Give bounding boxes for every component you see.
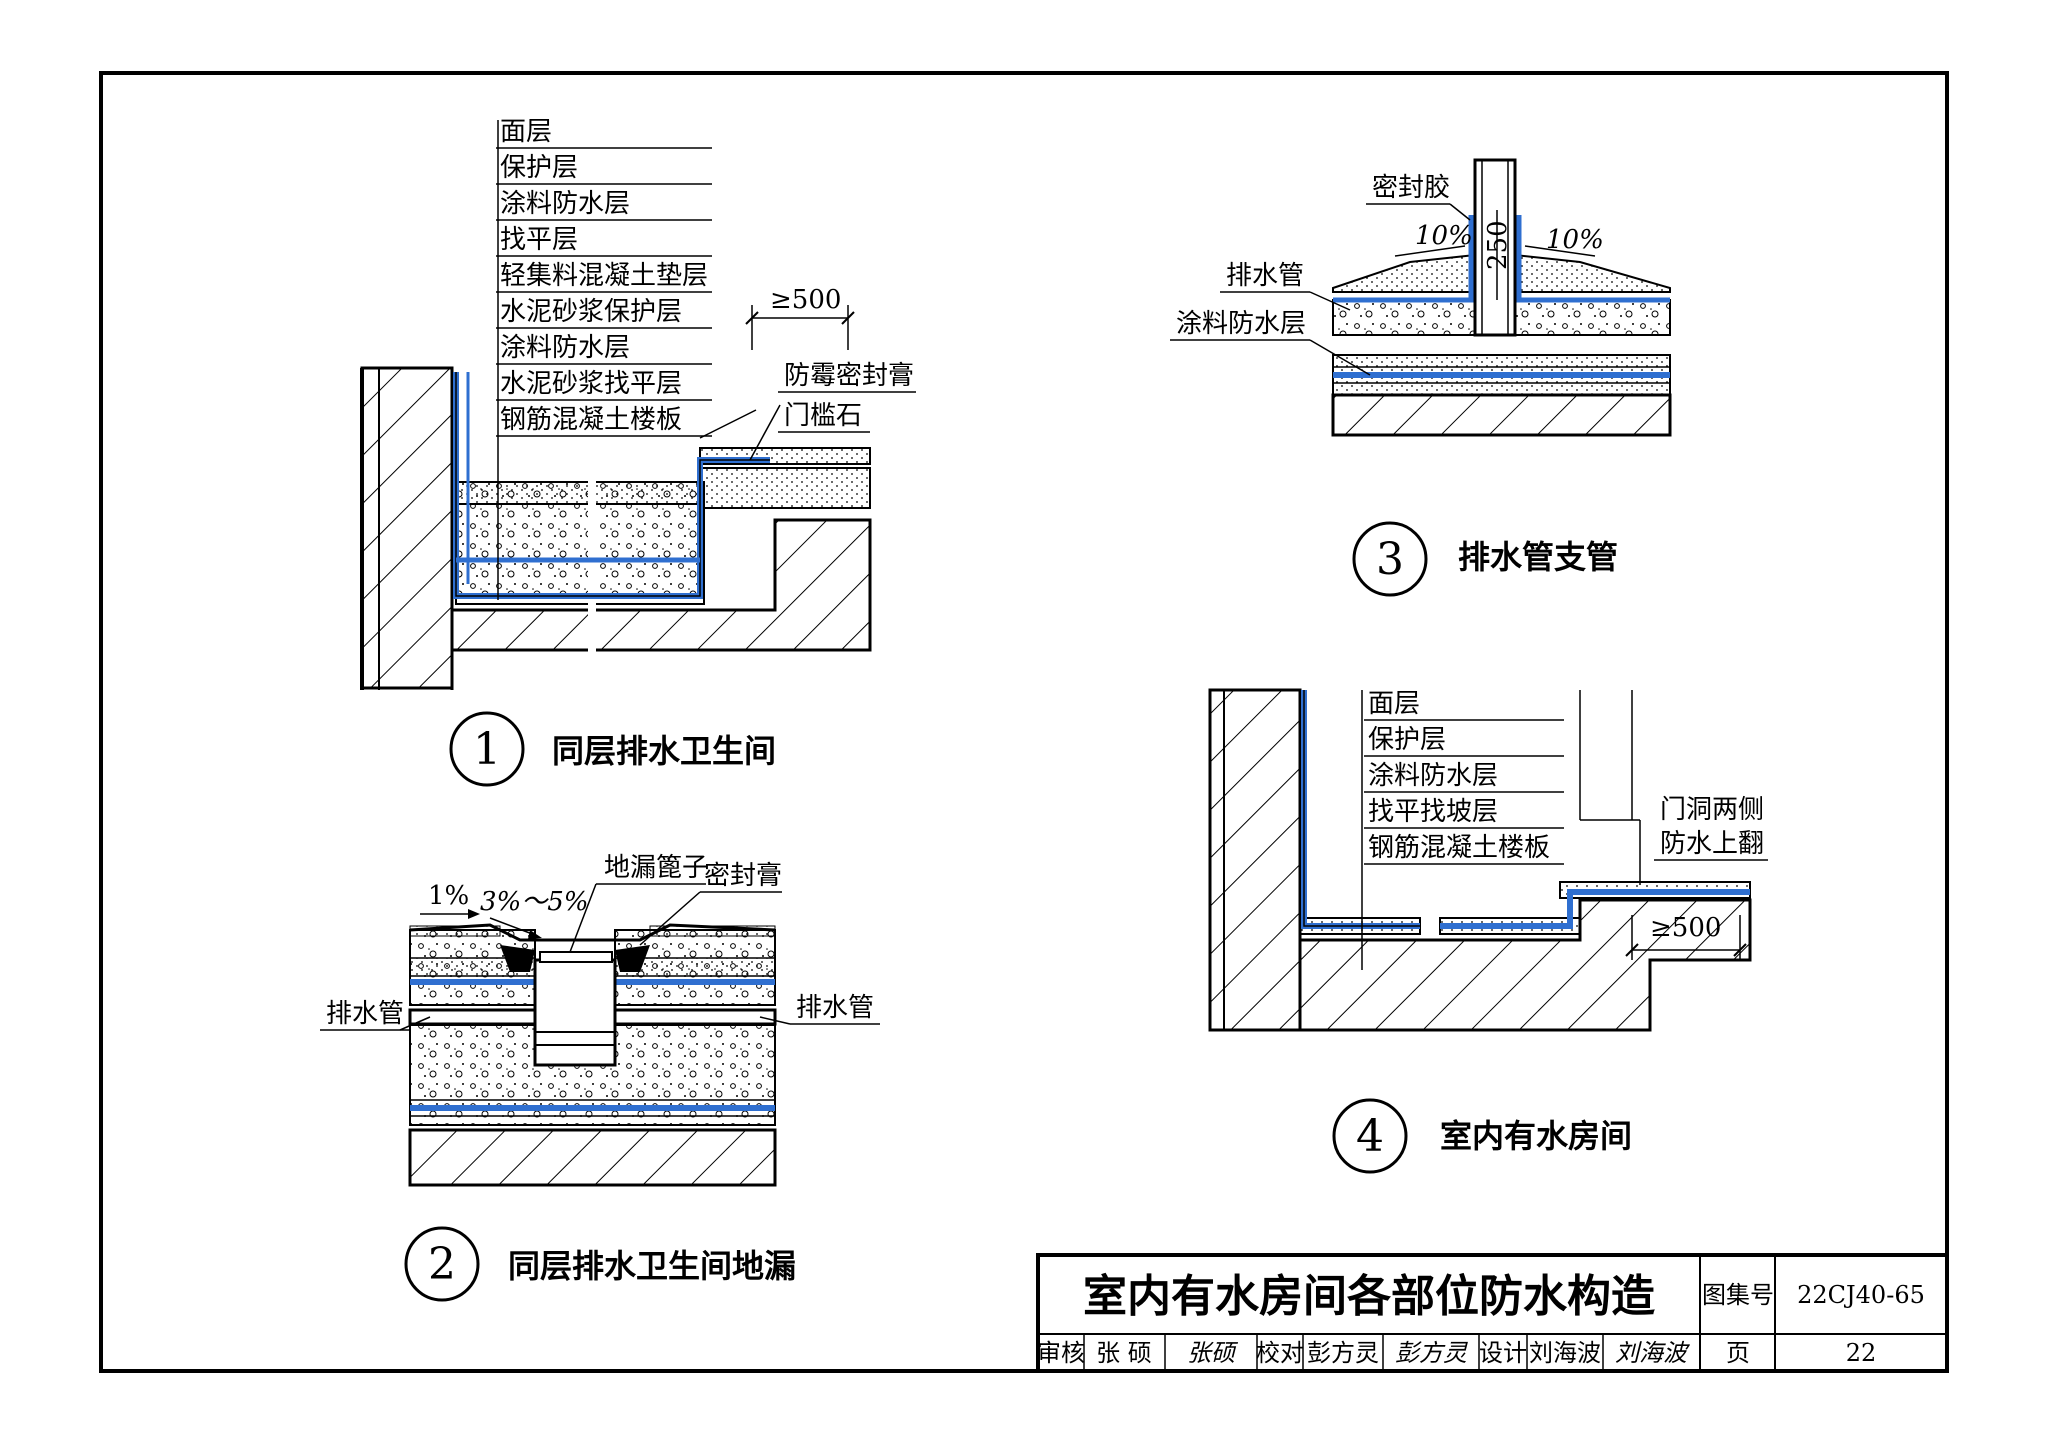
- page-number: 22: [1846, 1339, 1877, 1367]
- d1-layer-label: 轻集料混凝土垫层: [500, 261, 708, 291]
- d4-layer-label: 钢筋混凝土楼板: [1368, 833, 1550, 863]
- d2-label-grate: 地漏篦子: [604, 853, 708, 883]
- d2-slope-2: 3%～5%: [480, 887, 589, 917]
- d3-slab: [1331, 393, 1672, 437]
- d1-wall: [360, 366, 454, 690]
- d3-label-sealant: 密封胶: [1372, 173, 1450, 203]
- d2-label-sealant: 密封膏: [704, 861, 782, 891]
- detail-2: 地漏篦子 密封膏 1% 3%～5% 排水管 排水管 2 同层排水卫生间地漏: [320, 853, 880, 1302]
- detail-3: 密封胶 10% 10% 250 排水管 涂料防水层 3 排水管支管: [1170, 158, 1672, 597]
- d4-layer-label: 找平找坡层: [1368, 797, 1498, 827]
- designer-name: 刘海波: [1529, 1339, 1601, 1367]
- checker-signature: 彭方灵: [1395, 1339, 1468, 1367]
- d1-layer-label: 水泥砂浆保护层: [500, 297, 682, 327]
- d1-layer-label: 水泥砂浆找平层: [500, 369, 682, 399]
- d1-dimension: ≥500: [770, 285, 841, 315]
- d1-note-threshold: 门槛石: [784, 401, 862, 431]
- review-label: 审核: [1037, 1339, 1085, 1367]
- d2-number: 2: [428, 1239, 456, 1290]
- sheet-border: [99, 71, 1949, 1373]
- d3-number: 3: [1376, 534, 1404, 585]
- d3-caption: 排水管支管: [1458, 538, 1618, 576]
- checker-name: 彭方灵: [1307, 1339, 1379, 1367]
- drawing-title: 室内有水房间各部位防水构造: [1083, 1271, 1655, 1322]
- design-label: 设计: [1479, 1339, 1527, 1367]
- d4-number-circle: [1332, 1098, 1408, 1174]
- reviewer-signature: 张硕: [1187, 1339, 1239, 1367]
- d1-layer-label: 钢筋混凝土楼板: [500, 405, 682, 435]
- d4-layer-label: 涂料防水层: [1368, 761, 1498, 791]
- d1-layer-label: 保护层: [500, 153, 578, 183]
- d4-caption: 室内有水房间: [1440, 1117, 1632, 1155]
- d4-layer-label: 保护层: [1368, 725, 1446, 755]
- designer-signature: 刘海波: [1615, 1339, 1691, 1367]
- detail-1: ≥500 面层保护层涂料防水层找平层轻集料混凝土垫层水泥砂浆保护层涂料防水层水泥…: [360, 117, 916, 787]
- d2-caption: 同层排水卫生间地漏: [508, 1247, 796, 1285]
- d1-layer-labels: 面层保护层涂料防水层找平层轻集料混凝土垫层水泥砂浆保护层涂料防水层水泥砂浆找平层…: [496, 117, 712, 437]
- d1-layer-label: 面层: [500, 117, 552, 147]
- d4-note-line-1: 门洞两侧: [1660, 795, 1764, 825]
- d3-number-circle: [1352, 521, 1428, 597]
- reviewer-name: 张 硕: [1096, 1339, 1152, 1367]
- d2-sealant-right: [615, 945, 650, 972]
- page-label: 页: [1726, 1339, 1750, 1367]
- d4-note-line-2: 防水上翻: [1660, 829, 1764, 859]
- d2-slab: [408, 1128, 777, 1187]
- d2-sealant-left: [500, 945, 535, 972]
- d4-layer-label: 面层: [1368, 689, 1420, 719]
- d1-layer-label: 涂料防水层: [500, 333, 630, 363]
- d2-label-pipe-left: 排水管: [326, 999, 404, 1029]
- d4-number: 4: [1356, 1111, 1384, 1162]
- d1-number: 1: [473, 724, 501, 775]
- atlas-number: 22CJ40-65: [1797, 1281, 1925, 1309]
- d4-dimension: ≥500: [1650, 913, 1721, 943]
- d1-layer-label: 涂料防水层: [500, 189, 630, 219]
- atlas-label: 图集号: [1702, 1281, 1774, 1309]
- d2-number-circle: [404, 1226, 480, 1302]
- d3-label-coating: 涂料防水层: [1176, 309, 1306, 339]
- d1-number-circle: [449, 711, 525, 787]
- check-label: 校对: [1256, 1339, 1304, 1367]
- d2-drain-body: [533, 958, 617, 1067]
- d1-layer-label: 找平层: [500, 225, 578, 255]
- title-block: 室内有水房间各部位防水构造 图集号 22CJ40-65 审核 张 硕 张硕 校对…: [1036, 1253, 1949, 1373]
- d2-label-pipe-right: 排水管: [796, 993, 874, 1023]
- d1-caption: 同层排水卫生间: [552, 732, 776, 770]
- d1-note-sealant: 防霉密封膏: [784, 361, 914, 391]
- d3-label-pipe: 排水管: [1226, 261, 1304, 291]
- d3-dimension: 250: [1483, 220, 1513, 270]
- d2-grate: [539, 951, 613, 963]
- d2-slope-1: 1%: [428, 881, 469, 911]
